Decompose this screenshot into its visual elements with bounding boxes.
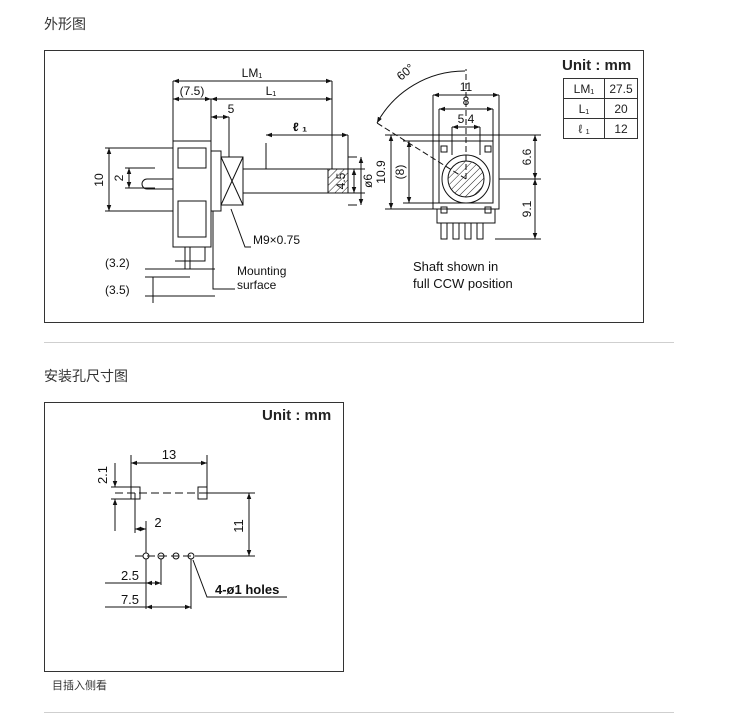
mount-dim-7-5: 7.5	[121, 592, 139, 607]
dim-4-5: 4.5	[334, 172, 348, 189]
dim-lm1: LM₁	[242, 66, 263, 80]
dim-6-6: 6.6	[520, 148, 534, 165]
dim-60-deg: 60°	[394, 61, 417, 84]
mount-dim-11: 11	[231, 519, 246, 533]
dim-10: 10	[92, 173, 106, 187]
dim-thread: M9×0.75	[253, 233, 300, 247]
outline-drawing: LM₁ (7.5) L₁ 5 ℓ ₁ 10 2 4.5 ø6 M9×0.75 (…	[92, 61, 541, 303]
table-cell-param: ℓ ₁	[563, 118, 605, 139]
table-row: ℓ ₁ 12	[563, 118, 638, 139]
dim-8: 8	[463, 94, 470, 108]
dim-3-2: (3.2)	[105, 256, 130, 270]
dim-5: 5	[228, 102, 235, 116]
dim-3-5: (3.5)	[105, 283, 130, 297]
holes-label: 4-ø1 holes	[215, 582, 279, 597]
dim-9-1: 9.1	[520, 200, 534, 217]
dim-10-9: 10.9	[374, 160, 388, 184]
dim-7-5: (7.5)	[180, 84, 205, 98]
table-row: L₁ 20	[563, 98, 638, 119]
table-cell-param: L₁	[563, 98, 605, 119]
bottom-divider	[44, 712, 674, 713]
view-footnote: 目插入侧看	[52, 679, 107, 692]
table-cell-value: 27.5	[604, 78, 638, 99]
dim-8-paren: (8)	[393, 165, 407, 180]
table-cell-value: 20	[604, 98, 638, 119]
dim-phi6: ø6	[361, 174, 375, 188]
mount-dim-13: 13	[162, 447, 176, 462]
dim-11: 11	[460, 80, 473, 94]
table-cell-value: 12	[604, 118, 638, 139]
mount-dim-2-1: 2.1	[95, 466, 110, 484]
mounting-section-title: 安装孔尺寸图	[44, 369, 128, 385]
outline-unit-label: Unit : mm	[562, 57, 632, 74]
dimension-table: LM₁ 27.5 L₁ 20 ℓ ₁ 12	[563, 78, 638, 139]
shaft-caption-1: Shaft shown in	[413, 259, 498, 274]
outline-drawing-panel: LM₁ (7.5) L₁ 5 ℓ ₁ 10 2 4.5 ø6 M9×0.75 (…	[44, 50, 644, 323]
body-side	[172, 140, 212, 248]
section-divider	[44, 342, 674, 343]
mounting-label-1: Mounting	[237, 264, 286, 278]
table-row: LM₁ 27.5	[563, 78, 638, 99]
dim-5-4: 5.4	[458, 112, 475, 126]
mounting-label-2: surface	[237, 278, 277, 292]
dim-ell1: ℓ ₁	[293, 120, 307, 134]
dim-2: 2	[112, 174, 126, 181]
mount-dim-2: 2	[154, 515, 161, 530]
outline-section-title: 外形图	[44, 17, 86, 33]
shaft-caption-2: full CCW position	[413, 276, 513, 291]
shaft-side	[242, 168, 329, 194]
mounting-unit-label: Unit : mm	[262, 407, 332, 424]
mounting-drawing-panel: Unit : mm	[44, 402, 344, 672]
mount-dim-2-5: 2.5	[121, 568, 139, 583]
table-cell-param: LM₁	[563, 78, 605, 99]
dim-l1: L₁	[266, 84, 277, 98]
mounting-drawing: 2.1 13 2 11 2.5 7.5 4-ø1 holes	[95, 447, 287, 610]
